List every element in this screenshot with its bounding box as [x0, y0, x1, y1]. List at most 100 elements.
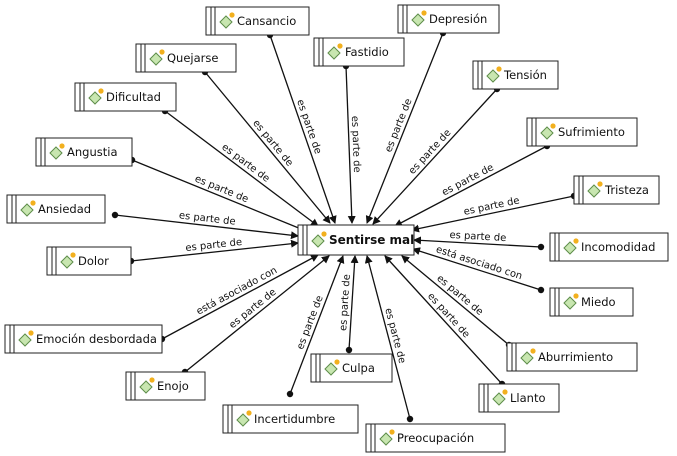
concept-diamond-icon	[219, 15, 233, 29]
edge-relation-label: es parte de	[338, 274, 353, 331]
edge-start-dot	[345, 346, 353, 354]
node-box	[4, 324, 163, 354]
concept-node-sufrimiento[interactable]: Sufrimiento	[526, 117, 638, 147]
edge-relation-label: es parte de	[407, 127, 454, 176]
concept-node-miedo[interactable]: Miedo	[549, 287, 634, 317]
node-label: Incertidumbre	[254, 412, 335, 426]
concept-diamond-icon	[324, 362, 338, 376]
edge-line	[413, 236, 542, 248]
center-node-label: Sentirse mal	[329, 233, 414, 247]
edge-start-dot	[286, 390, 294, 398]
node-label: Angustia	[67, 145, 118, 159]
node-label: Aburrimiento	[538, 350, 613, 364]
edge-line	[164, 110, 319, 227]
node-label: Fastidio	[345, 45, 389, 59]
concept-node-aburrimiento[interactable]: Aburrimiento	[506, 342, 638, 372]
concept-node-tristeza[interactable]: Tristeza	[573, 175, 660, 205]
edge-line	[348, 255, 359, 351]
concept-diamond-icon	[60, 255, 74, 269]
edge-relation-label: es parte de	[449, 230, 506, 244]
edge-tristeza: es parte de	[411, 192, 578, 233]
concept-diamond-icon	[520, 351, 534, 365]
concept-node-llanto[interactable]: Llanto	[478, 383, 560, 413]
concept-node-sentirse_mal[interactable]: Sentirse mal	[297, 224, 415, 256]
concept-node-depresion[interactable]: Depresión	[397, 4, 500, 34]
edge-relation-label: es parte de	[463, 195, 521, 217]
yellow-dot-badge-icon	[70, 252, 76, 258]
node-box	[297, 224, 415, 256]
concept-node-cansancio[interactable]: Cansancio	[205, 6, 310, 36]
node-label: Dolor	[78, 254, 109, 268]
edge-line	[364, 255, 411, 420]
concept-diamond-icon	[492, 392, 506, 406]
yellow-dot-badge-icon	[573, 293, 579, 299]
edge-line	[269, 34, 337, 224]
edge-line	[130, 239, 299, 262]
node-label: Tensión	[503, 68, 547, 82]
yellow-dot-badge-icon	[389, 429, 395, 435]
edge-line	[184, 255, 330, 373]
node-box	[310, 353, 393, 383]
node-label: Tristeza	[604, 183, 649, 197]
edge-miedo: está asociado con	[412, 243, 545, 294]
concept-node-incertidumbre[interactable]: Incertidumbre	[222, 404, 359, 434]
edge-line	[365, 32, 444, 224]
concept-node-dificultad[interactable]: Dificultad	[74, 82, 177, 112]
concept-node-ansiedad[interactable]: Ansiedad	[6, 194, 106, 224]
concept-node-tension[interactable]: Tensión	[472, 60, 559, 90]
edge-preocupacion: es parte de	[364, 255, 414, 423]
yellow-dot-badge-icon	[530, 348, 536, 354]
yellow-dot-badge-icon	[597, 181, 603, 187]
edge-relation-label: es parte de	[219, 142, 271, 185]
yellow-dot-badge-icon	[334, 359, 340, 365]
edge-line	[411, 195, 575, 233]
node-label: Emoción desbordada	[36, 332, 157, 346]
concept-node-preocupacion[interactable]: Preocupación	[365, 423, 506, 453]
edge-fastidio: es parte de	[342, 62, 362, 224]
edge-line	[372, 88, 498, 225]
concept-node-quejarse[interactable]: Quejarse	[135, 43, 237, 73]
concept-diamond-icon	[149, 52, 163, 66]
concept-diamond-icon	[88, 91, 102, 105]
yellow-dot-badge-icon	[321, 231, 327, 237]
node-label: Culpa	[342, 361, 375, 375]
edge-line	[204, 71, 331, 224]
edge-culpa: es parte de	[338, 255, 359, 354]
node-label: Quejarse	[167, 51, 218, 65]
concept-node-dolor[interactable]: Dolor	[46, 246, 132, 276]
node-label: Cansancio	[237, 14, 296, 28]
concept-node-angustia[interactable]: Angustia	[35, 137, 133, 167]
concept-diamond-icon	[540, 126, 554, 140]
concept-node-fastidio[interactable]: Fastidio	[313, 37, 405, 67]
concept-diamond-icon	[49, 146, 63, 160]
node-box	[46, 246, 132, 276]
node-label: Depresión	[429, 12, 487, 26]
concept-node-enojo[interactable]: Enojo	[125, 371, 206, 401]
yellow-dot-badge-icon	[421, 10, 427, 16]
concept-diamond-icon	[311, 234, 325, 248]
concept-node-incomodidad[interactable]: Incomodidad	[549, 232, 669, 262]
edge-relation-label: es parte de	[250, 118, 295, 169]
edge-relation-label: es parte de	[383, 97, 414, 154]
node-box	[573, 175, 660, 205]
node-label: Enojo	[157, 379, 189, 393]
concept-diamond-icon	[563, 241, 577, 255]
edge-line	[114, 214, 299, 240]
node-label: Llanto	[510, 391, 545, 405]
concept-diamond-icon	[20, 203, 34, 217]
edge-ansiedad: es parte de	[111, 210, 299, 240]
edge-line	[412, 247, 542, 291]
concept-diamond-icon	[563, 296, 577, 310]
yellow-dot-badge-icon	[229, 12, 235, 18]
edge-line	[131, 159, 307, 233]
yellow-dot-badge-icon	[496, 66, 502, 72]
concept-diamond-icon	[587, 184, 601, 198]
edge-start-dot	[537, 243, 545, 251]
edge-start-dot	[111, 211, 119, 219]
yellow-dot-badge-icon	[573, 238, 579, 244]
concept-node-culpa[interactable]: Culpa	[310, 353, 393, 383]
concept-node-emocion[interactable]: Emoción desbordada	[4, 324, 163, 354]
edge-relation-label: es parte de	[440, 162, 495, 198]
